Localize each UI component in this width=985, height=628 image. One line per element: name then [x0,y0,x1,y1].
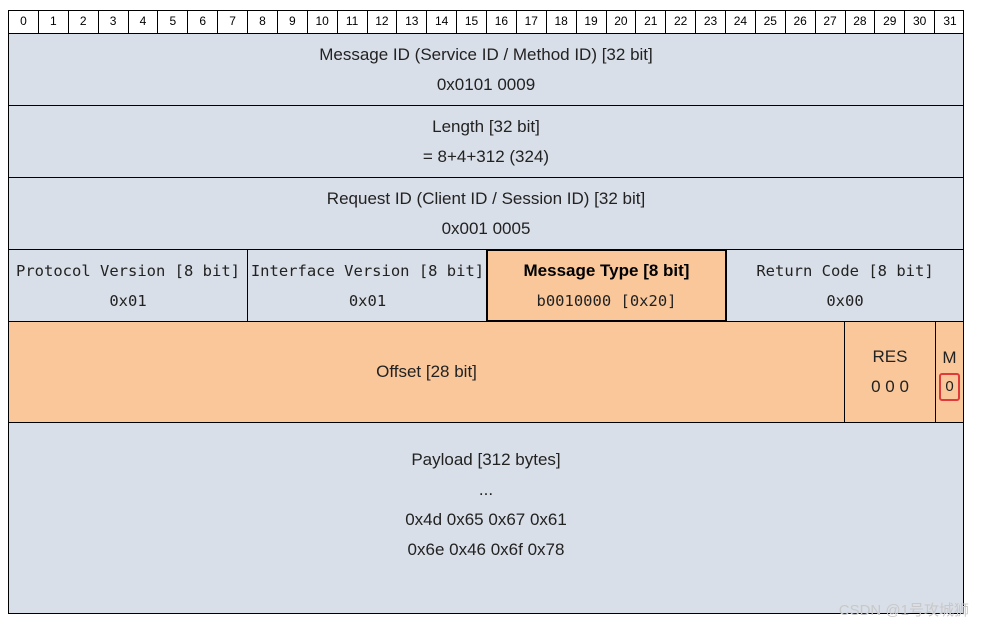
bit-number: 6 [188,11,219,33]
bit-number: 12 [368,11,398,33]
bit-number: 30 [905,11,936,33]
bit-number: 15 [457,11,487,33]
message-type-label: Message Type [8 bit] [523,260,690,280]
request-id-label: Request ID (Client ID / Session ID) [32 … [326,188,646,208]
interface-version-label: Interface Version [8 bit] [250,261,485,280]
watermark-text: CSDN @1号攻城狮 [838,602,969,619]
bit-number: 3 [99,11,129,33]
offset-label: Offset [28 bit] [376,362,477,381]
bit-number: 7 [218,11,248,33]
bit-number: 9 [278,11,308,33]
request-id-value: 0x001 0005 [441,218,531,238]
m-flag-label: M [942,348,957,367]
bit-number: 10 [308,11,338,33]
bit-number: 4 [129,11,159,33]
bit-number: 8 [248,11,278,33]
bit-number: 5 [158,11,189,33]
return-code-cell: Return Code [8 bit] 0x00 [727,250,963,321]
version-type-row: Protocol Version [8 bit] 0x01 Interface … [8,249,964,322]
m-flag-value: 0 [939,373,960,401]
message-id-row: Message ID (Service ID / Method ID) [32 … [8,34,964,106]
bit-number: 2 [69,11,99,33]
bit-number: 28 [846,11,876,33]
payload-label: Payload [312 bytes] [411,450,561,469]
message-id-label: Message ID (Service ID / Method ID) [32 … [319,44,653,64]
res-value: 0 0 0 [871,377,909,396]
length-label: Length [32 bit] [432,116,540,136]
length-value: = 8+4+312 (324) [422,146,550,166]
request-id-cell: Request ID (Client ID / Session ID) [32 … [9,178,963,249]
payload-ellipsis: ... [478,480,494,499]
bit-number: 26 [786,11,816,33]
protocol-version-cell: Protocol Version [8 bit] 0x01 [9,250,248,321]
bit-number: 18 [547,11,577,33]
request-id-row: Request ID (Client ID / Session ID) [32 … [8,178,964,250]
message-id-cell: Message ID (Service ID / Method ID) [32 … [9,34,963,105]
message-type-cell: Message Type [8 bit] b0010000 [0x20] [486,249,727,322]
payload-cell: Payload [312 bytes] ... 0x4d 0x65 0x67 0… [9,423,963,613]
bit-number: 0 [9,11,39,33]
protocol-version-value: 0x01 [109,291,147,310]
protocol-version-label: Protocol Version [8 bit] [16,261,240,280]
bit-number: 31 [943,14,957,28]
res-label: RES [872,347,908,366]
bit-number: 19 [577,11,607,33]
bit-number: 16 [487,11,517,33]
bit-number: 27 [816,11,846,33]
payload-line-1: 0x4d 0x65 0x67 0x61 [405,510,567,529]
interface-version-value: 0x01 [348,291,387,310]
bit-number: 11 [338,11,368,33]
res-cell: RES 0 0 0 [845,322,936,422]
interface-version-cell: Interface Version [8 bit] 0x01 [248,250,487,321]
payload-row: Payload [312 bytes] ... 0x4d 0x65 0x67 0… [8,423,964,614]
return-code-label: Return Code [8 bit] [756,261,934,280]
bit-number: 23 [696,11,726,33]
bit-number: 20 [607,11,637,33]
bit-number: 1 [39,11,69,33]
message-id-value: 0x0101 0009 [436,74,536,94]
bit-number: 22 [666,11,697,33]
length-row: Length [32 bit] = 8+4+312 (324) [8,106,964,178]
bit-number: 24 [726,11,756,33]
offset-cell: Offset [28 bit] [9,322,845,422]
payload-line-2: 0x6e 0x46 0x6f 0x78 [407,540,565,559]
bit-number: 21 [636,11,667,33]
return-code-value: 0x00 [826,291,864,310]
bit-number: 14 [427,11,458,33]
message-type-value: b0010000 [0x20] [536,291,677,310]
length-cell: Length [32 bit] = 8+4+312 (324) [9,106,963,177]
bit-number: 25 [756,11,786,33]
bit-number: 17 [517,11,547,33]
m-flag-cell: M 0 [936,322,963,422]
bit-number: 29 [875,11,906,33]
offset-row: Offset [28 bit] RES 0 0 0 M 0 [8,322,964,423]
bit-number: 13 [397,11,428,33]
